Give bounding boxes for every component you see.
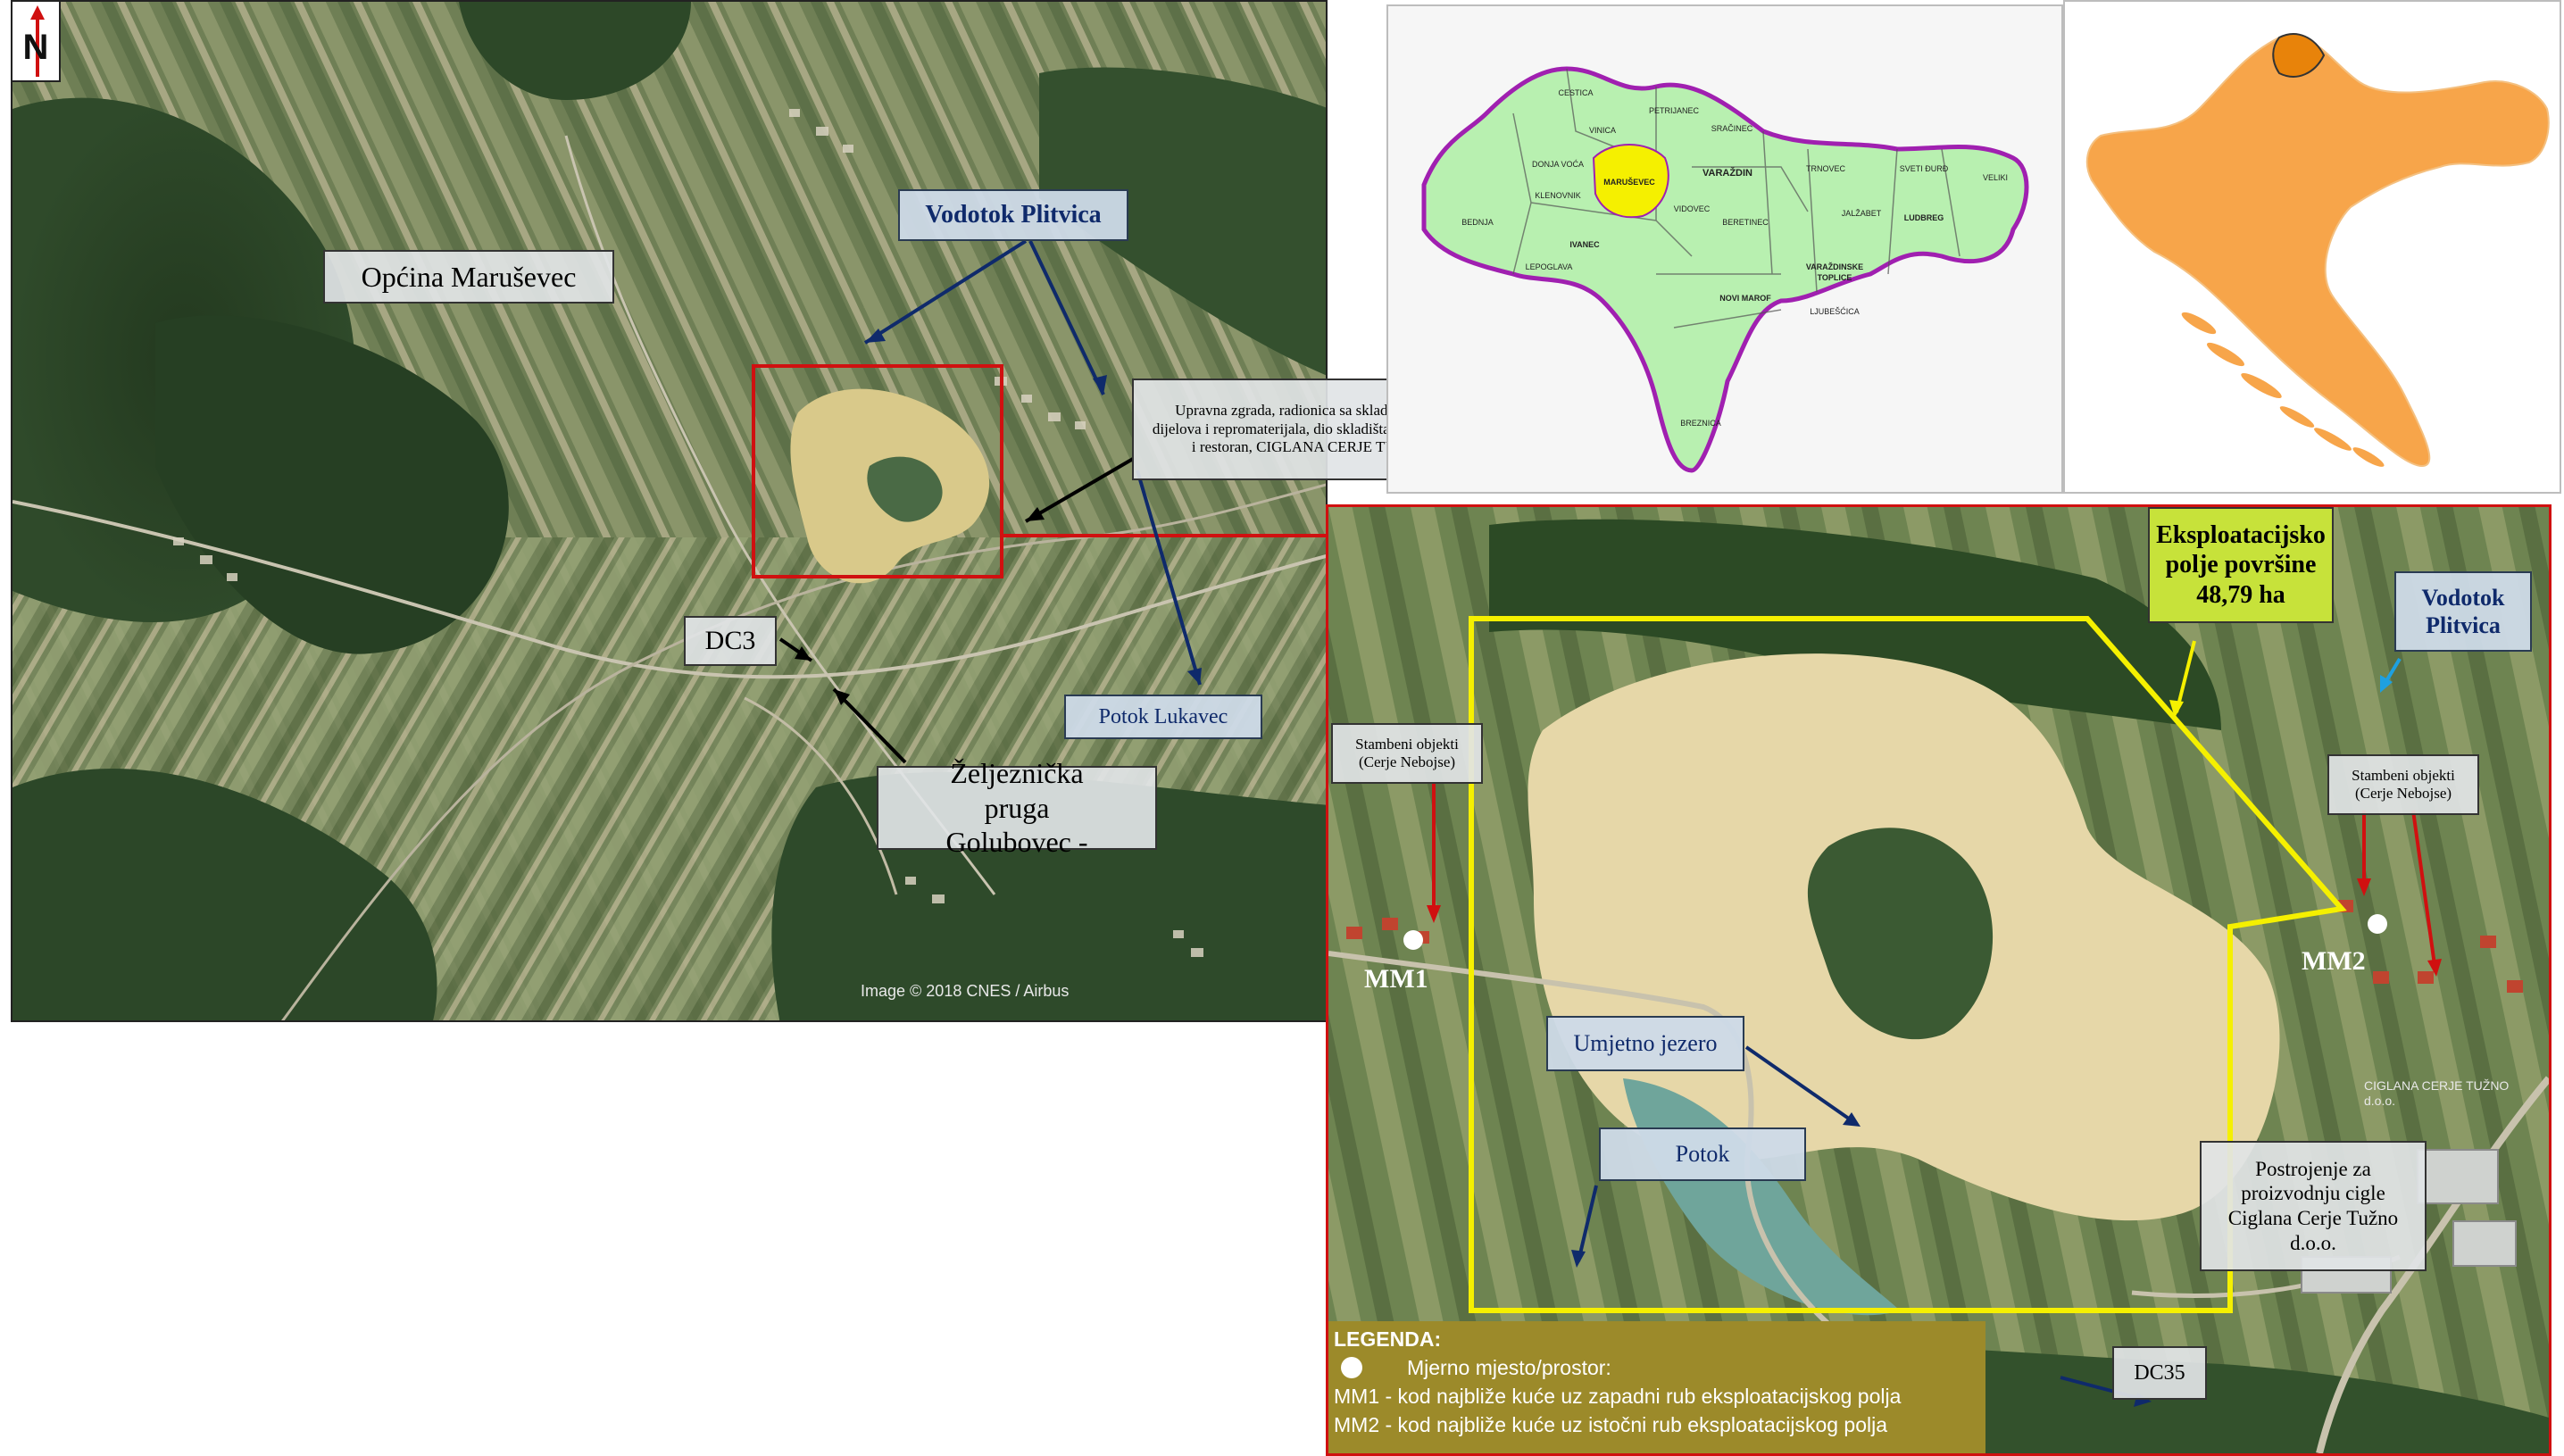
north-arrow: N bbox=[11, 0, 61, 82]
overview-satellite-map: Image © 2018 CNES / Airbus bbox=[11, 0, 1328, 1022]
north-letter: N bbox=[23, 28, 49, 67]
svg-text:DONJA VOĆA: DONJA VOĆA bbox=[1532, 160, 1584, 169]
exploitation-boundary bbox=[1469, 616, 2347, 1313]
svg-text:TOPLICE: TOPLICE bbox=[1818, 273, 1852, 282]
mm2-marker bbox=[2368, 914, 2387, 934]
svg-text:VARAŽDIN: VARAŽDIN bbox=[1702, 167, 1752, 179]
svg-text:VELIKI: VELIKI bbox=[1983, 173, 2008, 182]
svg-text:KLENOVNIK: KLENOVNIK bbox=[1535, 191, 1581, 200]
svg-text:NOVI MAROF: NOVI MAROF bbox=[1719, 294, 1771, 303]
legend-mm2-desc: MM2 - kod najbliže kuće uz istočni rub e… bbox=[1334, 1413, 1888, 1436]
label-dc35: DC35 bbox=[2112, 1346, 2207, 1400]
svg-text:TRNOVEC: TRNOVEC bbox=[1806, 164, 1846, 173]
label-stream-lukavec: Potok Lukavec bbox=[1064, 695, 1262, 739]
county-map: CESTICA PETRIJANEC VINICA SRAČINEC DONJA… bbox=[1386, 4, 2063, 494]
mm1-marker bbox=[1403, 930, 1423, 950]
label-stream: Potok bbox=[1599, 1127, 1806, 1181]
svg-text:CESTICA: CESTICA bbox=[1558, 88, 1593, 97]
label-municipality: Općina Maruševec bbox=[323, 250, 614, 304]
svg-text:IVANEC: IVANEC bbox=[1569, 240, 1600, 249]
label-lake: Umjetno jezero bbox=[1546, 1016, 1744, 1071]
svg-text:SVETI ĐURĐ: SVETI ĐURĐ bbox=[1900, 164, 1949, 173]
legend-marker-row: Mjerno mjesto/prostor: bbox=[1334, 1353, 1980, 1382]
svg-text:VIDOVEC: VIDOVEC bbox=[1674, 204, 1711, 213]
svg-text:BREZNICA: BREZNICA bbox=[1680, 419, 1721, 428]
imagery-watermark: Image © 2018 CNES / Airbus bbox=[861, 982, 1070, 1000]
croatia-outline bbox=[2085, 35, 2550, 468]
highlight-county bbox=[2272, 33, 2326, 78]
label-mm2: MM2 bbox=[2302, 946, 2366, 976]
label-stream-plitvica-detail: Vodotok Plitvica bbox=[2394, 571, 2532, 652]
label-stream-plitvica-overview: Vodotok Plitvica bbox=[898, 189, 1128, 241]
svg-text:LUDBREG: LUDBREG bbox=[1904, 213, 1944, 222]
label-field-area: Eksploatacijsko polje površine 48,79 ha bbox=[2148, 507, 2334, 623]
svg-text:BERETINEC: BERETINEC bbox=[1722, 218, 1769, 227]
legend: LEGENDA: Mjerno mjesto/prostor: MM1 - ko… bbox=[1328, 1321, 1985, 1453]
svg-text:SRAČINEC: SRAČINEC bbox=[1711, 124, 1753, 133]
county-outline bbox=[1421, 66, 2029, 473]
svg-text:MARUŠEVEC: MARUŠEVEC bbox=[1603, 177, 1655, 187]
legend-title: LEGENDA: bbox=[1334, 1327, 1442, 1351]
detail-satellite-map: Eksploatacijsko polje površine 48,79 ha … bbox=[1326, 504, 2552, 1456]
croatia-map bbox=[2063, 0, 2561, 494]
svg-text:LJUBEŠĆICA: LJUBEŠĆICA bbox=[1810, 307, 1860, 316]
label-mm1: MM1 bbox=[1364, 964, 1428, 994]
svg-text:JALŽABET: JALŽABET bbox=[1842, 209, 1882, 218]
label-place-name: CIGLANA CERJE TUŽNO d.o.o. bbox=[2364, 1078, 2510, 1108]
forest-island bbox=[1807, 828, 1994, 1040]
legend-mm1-desc: MM1 - kod najbliže kuće uz zapadni rub e… bbox=[1334, 1385, 1902, 1408]
legend-marker-icon bbox=[1341, 1357, 1362, 1378]
svg-text:VINICA: VINICA bbox=[1589, 126, 1616, 135]
label-houses-east: Stambeni objekti (Cerje Nebojse) bbox=[2327, 754, 2479, 815]
label-railway: Željeznička pruga Golubovec - bbox=[877, 757, 1157, 858]
quarry-highlight-box bbox=[752, 364, 1003, 578]
svg-text:VARAŽDINSKE: VARAŽDINSKE bbox=[1806, 262, 1863, 271]
label-houses-west: Stambeni objekti (Cerje Nebojse) bbox=[1331, 723, 1483, 784]
legend-marker-desc: Mjerno mjesto/prostor: bbox=[1407, 1356, 1611, 1379]
label-plant: Postrojenje za proizvodnju cigle Ciglana… bbox=[2200, 1141, 2427, 1271]
svg-text:BEDNJA: BEDNJA bbox=[1461, 218, 1494, 227]
svg-text:PETRIJANEC: PETRIJANEC bbox=[1649, 106, 1700, 115]
label-dc3: DC3 bbox=[684, 616, 777, 666]
highlight-marusevec bbox=[1592, 144, 1669, 219]
svg-text:LEPOGLAVA: LEPOGLAVA bbox=[1526, 262, 1573, 271]
